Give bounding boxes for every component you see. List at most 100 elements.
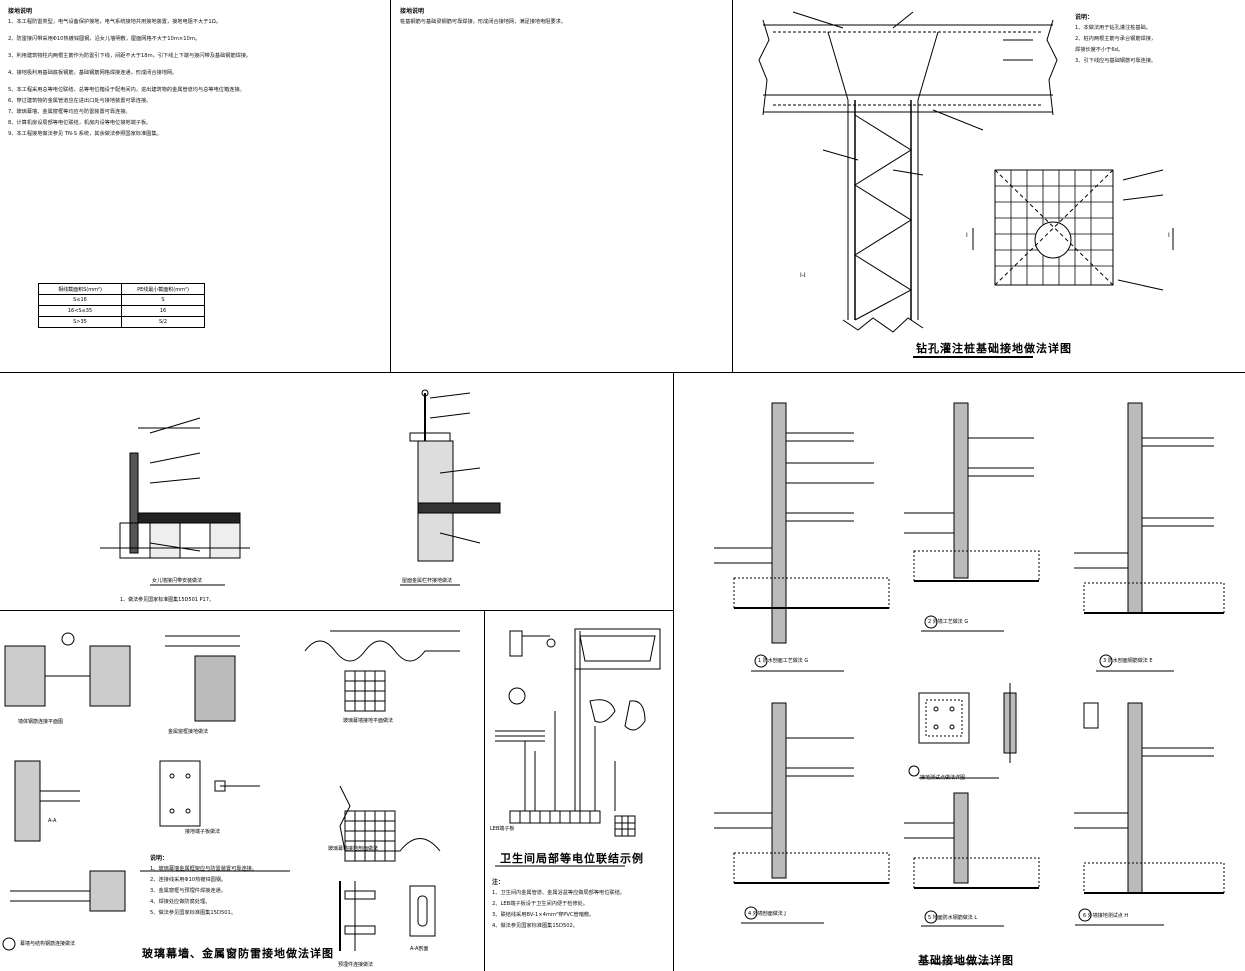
pile-notes: 说明： 1、本做法用于钻孔灌注桩基础。 2、桩内两根主筋与承台钢筋焊接， 焊接长… xyxy=(1075,12,1156,67)
note-item: 7、玻璃幕墙、金属窗框等均应与防雷装置可靠连接。 xyxy=(8,109,131,115)
caption-tag: J xyxy=(784,911,786,917)
bathroom-drawing xyxy=(495,628,661,867)
divider-v4 xyxy=(484,610,485,971)
foundation-plan-caption: 接地测试点做法详图 xyxy=(920,775,966,781)
note-item: 5、本工程采用总等电位联结，总等电位箱设于配电间内，进出建筑物的金属管道均与总等… xyxy=(8,87,245,93)
table-row: S>35 S/2 xyxy=(38,316,205,328)
divider-v3 xyxy=(673,372,674,971)
caption-text: 防水剖面工艺做法 xyxy=(762,658,803,664)
window-note-item: 4、焊接处应做防腐处理。 xyxy=(150,899,211,905)
notes-panel: 接地说明 1、本工程防雷类型，电气设备保护接地，电气系统接地共用接地装置，接地电… xyxy=(8,6,386,140)
window-notes-title: 说明： xyxy=(150,855,169,862)
middle-note-text: 桩基钢筋与基础梁钢筋可靠焊接，形成闭合接地网，满足接地电阻要求。 xyxy=(400,19,567,25)
pile-note-item: 焊接长度不小于6d。 xyxy=(1075,47,1124,53)
pe-size-table: 相线截面积S(mm²) PE线最小截面积(mm²) S≤16 S 16<S≤35… xyxy=(38,283,205,328)
notes-title: 接地说明 xyxy=(8,8,33,15)
roof-details-drawing xyxy=(100,389,501,586)
window-caption: 接地端子板做法 xyxy=(185,829,221,835)
bathroom-note-item: 3、联结线采用BV-1×4mm²穿PVC管暗敷。 xyxy=(492,912,595,918)
caption-number: 1 xyxy=(758,658,762,664)
divider-h1 xyxy=(0,372,1245,373)
foundation-caption-1: 1 防水剖面工艺做法 G xyxy=(758,657,808,664)
table-row: S≤16 S xyxy=(38,294,205,306)
note-item: 3、利用建筑物柱内两根主筋作为防雷引下线，间距不大于18m，引下线上下端与接闪带… xyxy=(8,53,252,59)
window-note-item: 5、做法参见国家标准图集15D501。 xyxy=(150,910,237,916)
window-caption: 金属窗框接地做法 xyxy=(168,729,209,735)
roof-title-railing: 屋面金属栏杆接地做法 xyxy=(402,578,453,584)
window-note-item: 1、玻璃幕墙金属框架应与防雷装置可靠连接。 xyxy=(150,866,258,872)
caption-number: 5 xyxy=(928,915,932,921)
note-item: 1、本工程防雷类型，电气设备保护接地，电气系统接地共用接地装置，接地电阻不大于1… xyxy=(8,19,221,25)
caption-tag: G xyxy=(804,658,809,664)
caption-tag: G xyxy=(964,619,969,625)
divider-h2 xyxy=(0,610,673,611)
pile-detail-drawing xyxy=(758,11,1174,358)
table-cell: S/2 xyxy=(121,316,205,328)
section-label: I-I xyxy=(800,272,806,279)
bathroom-note-item: 4、做法参见国家标准图集15D502。 xyxy=(492,923,579,929)
table-cell: S xyxy=(121,294,205,306)
foundation-caption-2: 2 外墙工艺做法 G xyxy=(928,618,968,625)
pile-note-item: 3、引下线应与基础钢筋可靠连接。 xyxy=(1075,58,1157,64)
caption-number: 4 xyxy=(748,911,752,917)
table-cell: 16 xyxy=(121,305,205,317)
caption-number: 2 xyxy=(928,619,932,625)
cut-mark-right: I xyxy=(1168,232,1170,239)
note-item: 2、防雷接闪带采用Φ10热镀锌圆钢，沿女儿墙明敷，屋面网格不大于10m×10m。 xyxy=(8,36,201,42)
table-header-row: 相线截面积S(mm²) PE线最小截面积(mm²) xyxy=(38,283,205,295)
caption-tag: H xyxy=(1124,913,1129,919)
note-item: 4、接地极利用基础底板钢筋，基础钢筋网格焊接连通，形成闭合接地网。 xyxy=(8,70,178,76)
window-caption: 墙体钢筋连接平面图 xyxy=(18,719,64,725)
window-caption: 预埋件连接做法 xyxy=(338,962,374,968)
window-caption: A-A剖面 xyxy=(410,946,429,952)
cut-mark-left: I xyxy=(966,232,968,239)
roof-note: 1、做法参见国家标准图集15D501 P17。 xyxy=(120,597,214,603)
window-details-drawing xyxy=(2,630,460,951)
pile-note-item: 2、桩内两根主筋与承台钢筋焊接， xyxy=(1075,36,1157,42)
window-main-title: 玻璃幕墙、金属窗防雷接地做法详图 xyxy=(142,947,334,960)
caption-tag: E xyxy=(1149,658,1153,664)
caption-number: 6 xyxy=(1083,913,1087,919)
table-header: PE线最小截面积(mm²) xyxy=(121,283,205,295)
table-row: 16<S≤35 16 xyxy=(38,305,205,317)
divider-v2 xyxy=(732,0,733,372)
bathroom-note-item: 2、LEB端子板设于卫生间内便于检修处。 xyxy=(492,901,589,907)
note-item: 8、计算机房设局部等电位联结，机房内设等电位接地端子板。 xyxy=(8,120,152,126)
leb-box-label: LEB端子板 xyxy=(490,826,515,832)
caption-tag: L xyxy=(974,915,978,921)
table-header: 相线截面积S(mm²) xyxy=(38,283,122,295)
window-note-item: 2、连接线采用Φ10热镀锌圆钢。 xyxy=(150,877,227,883)
bathroom-notes: 注： 1、卫生间内金属管道、金属浴盆等应做局部等电位联结。 2、LEB端子板设于… xyxy=(492,877,625,932)
divider-v1 xyxy=(390,0,391,372)
bathroom-note-item: 1、卫生间内金属管道、金属浴盆等应做局部等电位联结。 xyxy=(492,890,625,896)
foundation-main-title: 基础接地做法详图 xyxy=(918,954,1014,967)
note-item: 9、本工程接地做法参见 TN-S 系统，其余做法参照国家标准图集。 xyxy=(8,131,162,137)
foundation-caption-4: 4 外墙剖面做法 J xyxy=(748,910,786,917)
bathroom-notes-title: 注： xyxy=(492,879,505,886)
window-caption: 玻璃幕墙接地剖面做法 xyxy=(328,846,379,852)
caption-text: 防水剖面钢筋做法 xyxy=(1107,658,1148,664)
window-caption: 幕墙与结构钢筋连接做法 xyxy=(20,941,76,947)
foundation-caption-3: 3 防水剖面钢筋做法 E xyxy=(1103,657,1153,664)
table-cell: S≤16 xyxy=(38,294,122,306)
caption-text: 外墙接地测试点 xyxy=(1087,913,1123,919)
window-note-item: 3、金属窗框与预埋件焊接连通。 xyxy=(150,888,226,894)
foundation-details-drawing xyxy=(714,402,1225,964)
section-mark: A-A xyxy=(48,818,57,824)
window-caption: 玻璃幕墙接地平面做法 xyxy=(343,718,394,724)
caption-text: 外墙剖面做法 xyxy=(752,911,783,917)
middle-note-title: 接地说明 xyxy=(400,8,425,15)
pile-note-item: 1、本做法用于钻孔灌注桩基础。 xyxy=(1075,25,1151,31)
pile-notes-title: 说明： xyxy=(1075,14,1094,21)
roof-title-parapet: 女儿墙接闪带安装做法 xyxy=(152,578,203,584)
bathroom-title: 卫生间局部等电位联结示例 xyxy=(500,852,644,865)
foundation-caption-6: 6 外墙接地测试点 H xyxy=(1083,912,1128,919)
table-cell: S>35 xyxy=(38,316,122,328)
middle-note: 接地说明 桩基钢筋与基础梁钢筋可靠焊接，形成闭合接地网，满足接地电阻要求。 xyxy=(400,6,720,28)
caption-text: 外墙工艺做法 xyxy=(932,619,963,625)
pile-detail-title: 钻孔灌注桩基础接地做法详图 xyxy=(916,342,1072,355)
caption-text: 地面防水钢筋做法 xyxy=(932,915,973,921)
window-notes: 说明： 1、玻璃幕墙金属框架应与防雷装置可靠连接。 2、连接线采用Φ10热镀锌圆… xyxy=(150,853,257,919)
caption-number: 3 xyxy=(1103,658,1107,664)
note-item: 6、穿过建筑物的金属管道应在进出口处与接地装置可靠连接。 xyxy=(8,98,152,104)
